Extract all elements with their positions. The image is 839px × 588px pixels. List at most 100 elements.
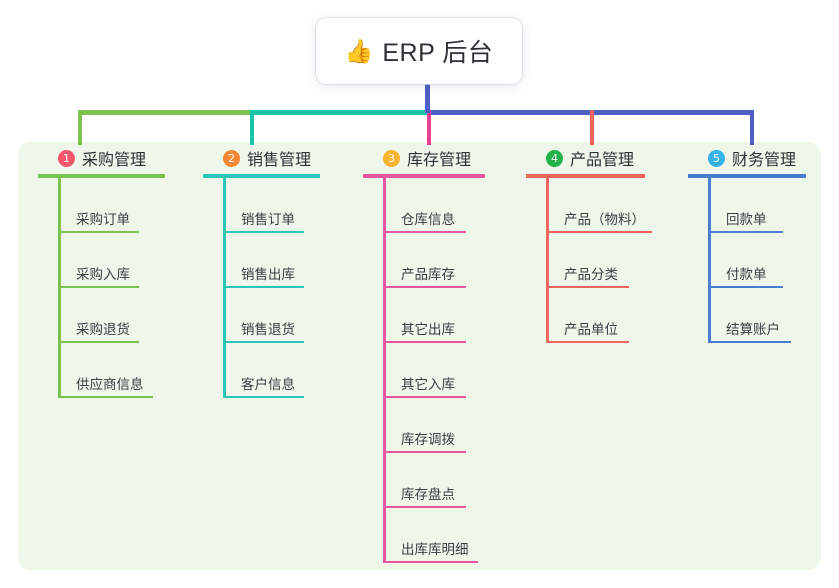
branch-item-rule bbox=[549, 286, 629, 288]
branch-number-badge: 3 bbox=[383, 149, 400, 167]
branch-title: 产品管理 bbox=[570, 152, 635, 169]
drop-inventory bbox=[427, 110, 431, 145]
branch-items-product: 产品（物料） 产品分类产品单位 bbox=[526, 178, 652, 343]
branch-item[interactable]: 客户信息 bbox=[223, 343, 320, 398]
branch-item[interactable]: 其它出库 bbox=[383, 288, 485, 343]
branch-spine bbox=[546, 178, 549, 343]
branch-item-label: 库存盘点 bbox=[401, 487, 455, 502]
branch-item-label: 其它入库 bbox=[401, 377, 455, 392]
branch-item-label: 销售订单 bbox=[241, 212, 295, 227]
branch-item-rule bbox=[386, 231, 466, 233]
branch-item[interactable]: 仓库信息 bbox=[383, 178, 485, 233]
branch-item[interactable]: 采购订单 bbox=[58, 178, 165, 233]
branch-item-label: 供应商信息 bbox=[76, 377, 144, 392]
branch-header-sales[interactable]: 2 销售管理 bbox=[203, 142, 320, 174]
branch-number-badge: 1 bbox=[58, 149, 75, 167]
branch-item-rule bbox=[226, 341, 304, 343]
branch-spine bbox=[383, 178, 386, 563]
branch-header-rule bbox=[203, 174, 320, 178]
branch-item-label: 销售退货 bbox=[241, 322, 295, 337]
branch-item[interactable]: 结算账户 bbox=[708, 288, 806, 343]
branch-title: 财务管理 bbox=[732, 152, 797, 169]
branch-items-finance: 回款单付款单结算账户 bbox=[688, 178, 806, 343]
branch-item-rule bbox=[386, 396, 466, 398]
branch-item-label: 产品分类 bbox=[564, 267, 618, 282]
branch-item-rule bbox=[61, 396, 153, 398]
branch-item-label: 其它出库 bbox=[401, 322, 455, 337]
drop-purchasing bbox=[78, 110, 82, 145]
branch-item-rule bbox=[226, 231, 304, 233]
branch-item[interactable]: 采购退货 bbox=[58, 288, 165, 343]
thumbs-up-icon: 👍 bbox=[344, 37, 374, 64]
branch-item-label: 产品（物料） bbox=[564, 212, 645, 227]
branch-item-label: 库存调拨 bbox=[401, 432, 455, 447]
segment-teal bbox=[250, 110, 427, 115]
branch-header-rule bbox=[526, 174, 645, 178]
branch-item-label: 出库库明细 bbox=[401, 542, 469, 557]
trunk-connector bbox=[425, 84, 430, 113]
page-title: ERP 后台 bbox=[382, 39, 494, 67]
branch-item-rule bbox=[226, 396, 304, 398]
branch-item-label: 产品库存 bbox=[401, 267, 455, 282]
branch-item-label: 销售出库 bbox=[241, 267, 295, 282]
branch-item[interactable]: 产品单位 bbox=[546, 288, 645, 343]
branch-item-label: 回款单 bbox=[726, 212, 767, 227]
drop-product bbox=[590, 110, 594, 145]
branch-header-finance[interactable]: 5 财务管理 bbox=[688, 142, 806, 174]
branch-header-rule bbox=[363, 174, 485, 178]
branch-item-rule bbox=[61, 231, 139, 233]
branch-item[interactable]: 其它入库 bbox=[383, 343, 485, 398]
branch-header-rule bbox=[688, 174, 806, 178]
drop-finance bbox=[750, 110, 754, 145]
branch-number-badge: 2 bbox=[223, 149, 240, 167]
branch-item-label: 客户信息 bbox=[241, 377, 295, 392]
branch-items-purchasing: 采购订单采购入库采购退货供应商信息 bbox=[38, 178, 165, 398]
branch-item-rule bbox=[711, 286, 783, 288]
branch-item-rule bbox=[549, 341, 629, 343]
branch-item[interactable]: 产品库存 bbox=[383, 233, 485, 288]
drop-sales bbox=[250, 110, 254, 145]
branch-item-label: 付款单 bbox=[726, 267, 767, 282]
branch-items-sales: 销售订单销售出库销售退货客户信息 bbox=[203, 178, 320, 398]
branch-item[interactable]: 供应商信息 bbox=[58, 343, 165, 398]
root-node-title-card[interactable]: 👍 ERP 后台 bbox=[316, 18, 522, 84]
branch-item[interactable]: 库存调拨 bbox=[383, 398, 485, 453]
branch-item-rule bbox=[549, 231, 652, 233]
branch-header-rule bbox=[38, 174, 165, 178]
branch-column-finance: 5 财务管理回款单付款单结算账户 bbox=[688, 142, 806, 343]
branch-item-label: 产品单位 bbox=[564, 322, 618, 337]
branch-item-rule bbox=[386, 286, 466, 288]
branch-item[interactable]: 库存盘点 bbox=[383, 453, 485, 508]
branch-title: 销售管理 bbox=[247, 152, 312, 169]
branch-spine bbox=[223, 178, 226, 398]
branch-item[interactable]: 回款单 bbox=[708, 178, 806, 233]
branch-spine bbox=[708, 178, 711, 343]
branch-item-label: 采购入库 bbox=[76, 267, 130, 282]
branch-item[interactable]: 付款单 bbox=[708, 233, 806, 288]
branch-item[interactable]: 出库库明细 bbox=[383, 508, 485, 563]
branch-item-rule bbox=[386, 341, 466, 343]
branch-item-label: 仓库信息 bbox=[401, 212, 455, 227]
branch-item[interactable]: 销售订单 bbox=[223, 178, 320, 233]
branches-panel bbox=[18, 142, 821, 570]
branch-number-badge: 5 bbox=[708, 149, 725, 167]
branch-item[interactable]: 采购入库 bbox=[58, 233, 165, 288]
branch-spine bbox=[58, 178, 61, 398]
branch-item[interactable]: 销售出库 bbox=[223, 233, 320, 288]
branch-column-sales: 2 销售管理销售订单销售出库销售退货客户信息 bbox=[203, 142, 320, 398]
branch-item[interactable]: 销售退货 bbox=[223, 288, 320, 343]
branch-item[interactable]: 产品（物料） bbox=[546, 178, 652, 233]
branch-item-label: 采购订单 bbox=[76, 212, 130, 227]
branch-item-label: 采购退货 bbox=[76, 322, 130, 337]
branch-item[interactable]: 产品分类 bbox=[546, 233, 645, 288]
branch-items-inventory: 仓库信息产品库存其它出库其它入库库存调拨库存盘点出库库明细 bbox=[363, 178, 485, 563]
branch-item-rule bbox=[226, 286, 304, 288]
branch-item-rule bbox=[61, 286, 139, 288]
